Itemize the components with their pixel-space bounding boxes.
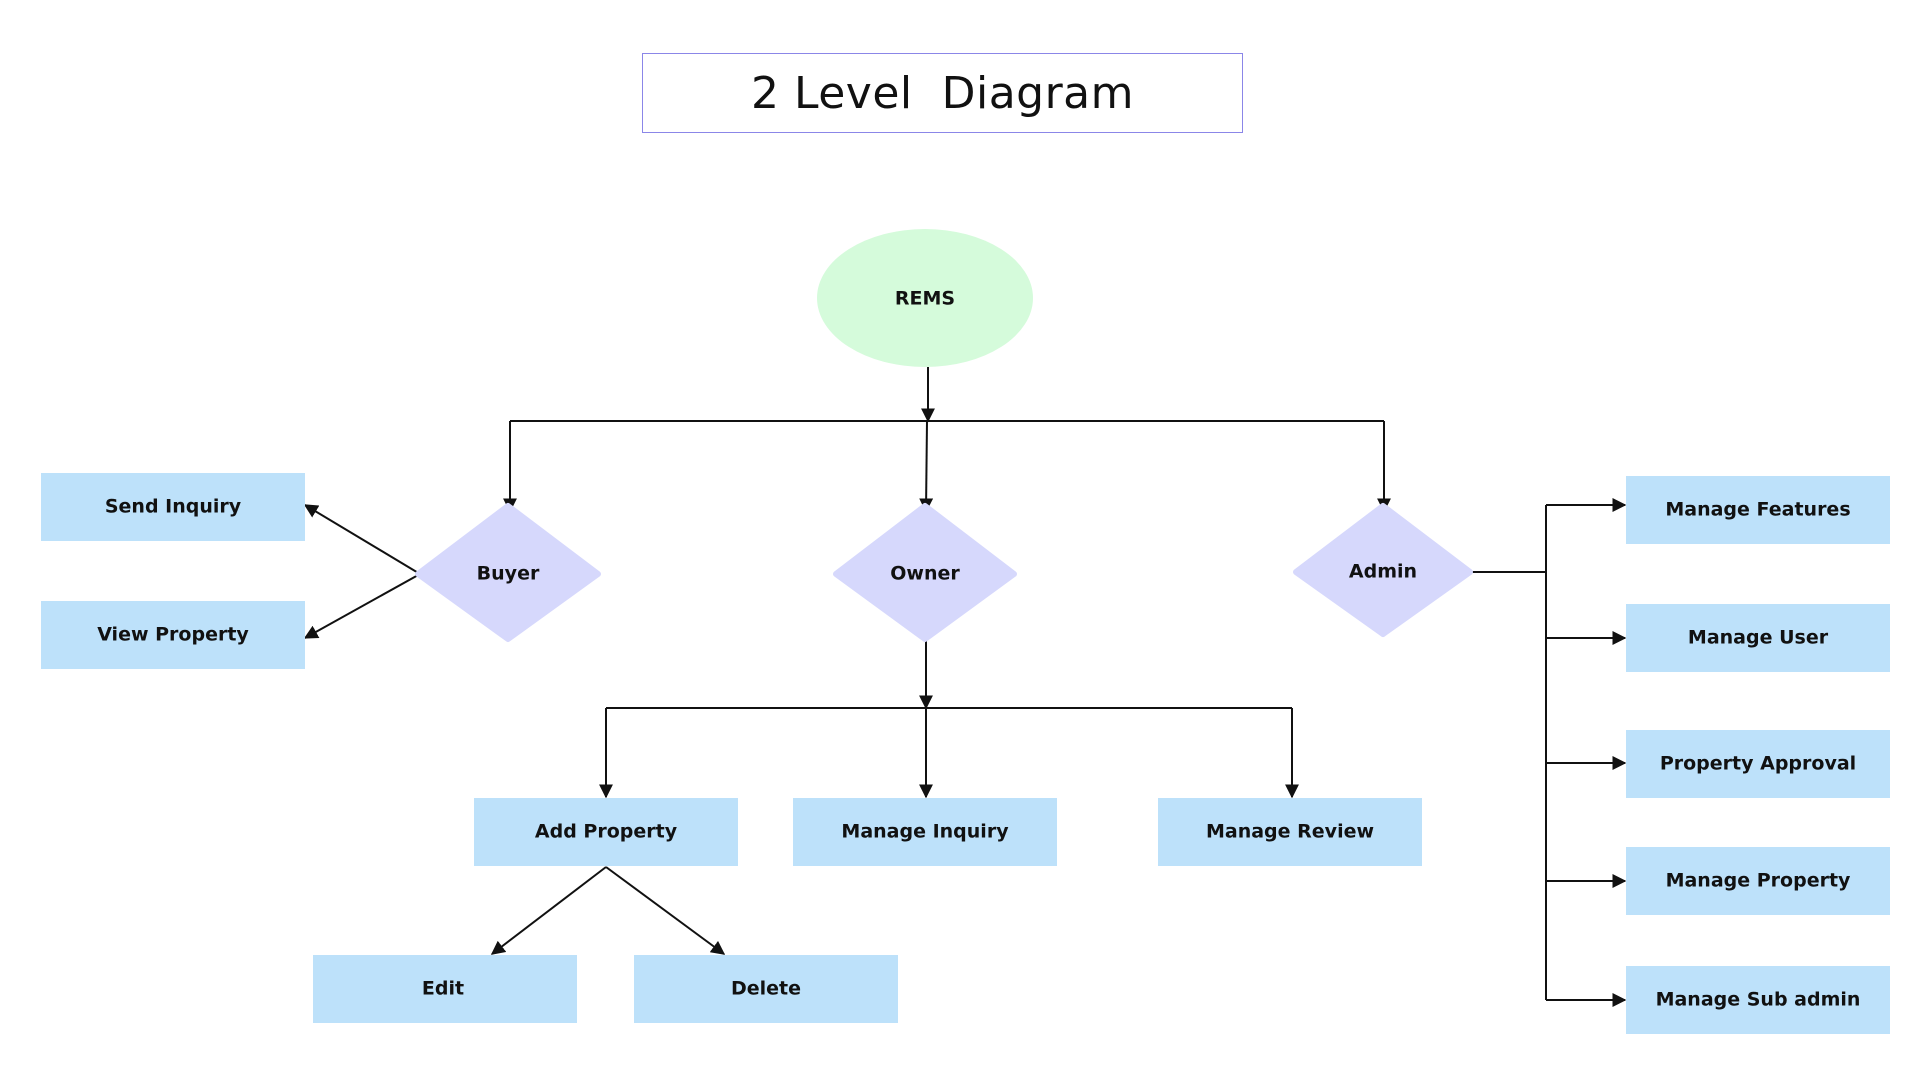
manage-features-label: Manage Features xyxy=(1665,499,1850,521)
delete-box xyxy=(634,955,898,1023)
manage-user-label: Manage User xyxy=(1688,627,1829,649)
manage-inquiry-label: Manage Inquiry xyxy=(841,821,1009,843)
admin-label: Admin xyxy=(1349,561,1417,583)
role-node-buyer: Buyer xyxy=(415,503,601,642)
buyer-label: Buyer xyxy=(477,563,540,585)
add-property-label: Add Property xyxy=(535,821,678,843)
manage-review-label: Manage Review xyxy=(1206,821,1374,843)
manage-inquiry-box xyxy=(793,798,1057,866)
manage-features-box xyxy=(1626,476,1890,544)
root-ellipse xyxy=(817,229,1033,367)
diagram-title: 2 Level Diagram xyxy=(750,67,1134,119)
action-node-manage-review: Manage Review xyxy=(1158,798,1422,866)
manage-property-box xyxy=(1626,847,1890,915)
connectors xyxy=(303,367,1627,1007)
connector-add-property-delete xyxy=(605,866,726,955)
action-node-send-inquiry: Send Inquiry xyxy=(41,473,305,541)
send-inquiry-label: Send Inquiry xyxy=(105,496,242,518)
manage-user-box xyxy=(1626,604,1890,672)
action-node-property-approval: Property Approval xyxy=(1626,730,1890,798)
connector-add-property-edit xyxy=(490,866,607,955)
action-node-view-property: View Property xyxy=(41,601,305,669)
edit-label: Edit xyxy=(422,978,464,1000)
role-node-admin: Admin xyxy=(1293,503,1473,637)
connector-buyer-send-inquiry xyxy=(303,504,421,575)
connector-to-owner xyxy=(919,420,934,513)
admin-diamond xyxy=(1293,503,1473,637)
delete-label: Delete xyxy=(731,978,801,1000)
role-node-owner: Owner xyxy=(833,503,1017,642)
action-node-manage-property: Manage Property xyxy=(1626,847,1890,915)
action-node-manage-user: Manage User xyxy=(1626,604,1890,672)
action-node-manage-inquiry: Manage Inquiry xyxy=(793,798,1057,866)
manage-property-label: Manage Property xyxy=(1666,870,1851,892)
manage-sub-admin-label: Manage Sub admin xyxy=(1656,989,1861,1011)
send-inquiry-box xyxy=(41,473,305,541)
manage-review-box xyxy=(1158,798,1422,866)
edit-box xyxy=(313,955,577,1023)
view-property-box xyxy=(41,601,305,669)
property-approval-label: Property Approval xyxy=(1660,753,1856,775)
action-node-delete: Delete xyxy=(634,955,898,1023)
action-node-manage-features: Manage Features xyxy=(1626,476,1890,544)
manage-sub-admin-box xyxy=(1626,966,1890,1034)
buyer-diamond xyxy=(415,503,601,642)
action-node-manage-sub-admin: Manage Sub admin xyxy=(1626,966,1890,1034)
owner-label: Owner xyxy=(890,563,960,585)
add-property-box xyxy=(474,798,738,866)
owner-diamond xyxy=(833,503,1017,642)
view-property-label: View Property xyxy=(97,624,249,646)
root-label: REMS xyxy=(895,288,955,310)
action-node-edit: Edit xyxy=(313,955,577,1023)
connector-buyer-view-property xyxy=(303,573,421,639)
action-node-add-property: Add Property xyxy=(474,798,738,866)
property-approval-box xyxy=(1626,730,1890,798)
title-box: 2 Level Diagram xyxy=(642,53,1243,133)
root-node: REMS xyxy=(817,229,1033,367)
